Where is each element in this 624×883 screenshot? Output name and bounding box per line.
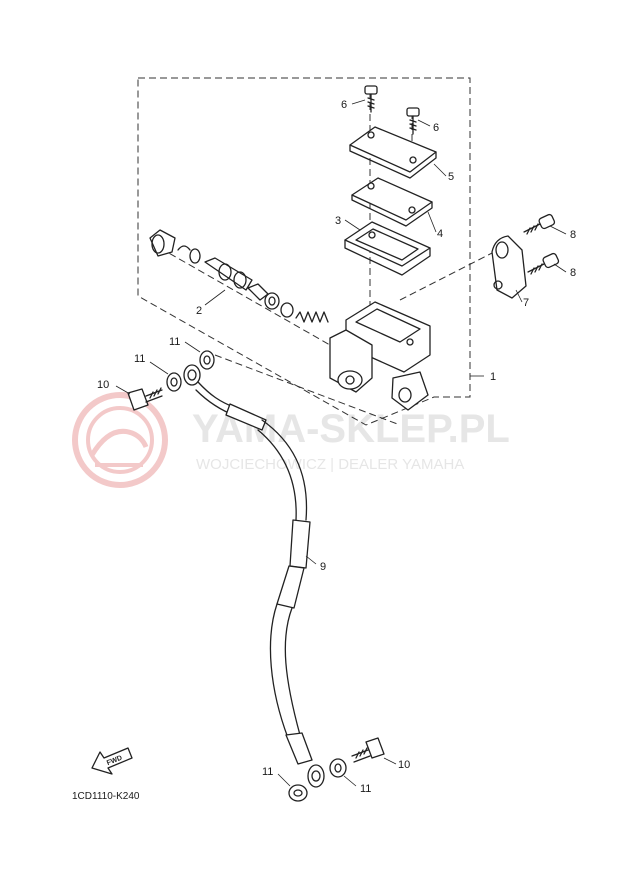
callout-11-d: 11: [360, 783, 371, 795]
callout-4: 4: [437, 228, 443, 240]
callout-8-upper: 8: [570, 229, 576, 241]
diaphragm-plate: [351, 177, 433, 227]
screw-6-left: [364, 85, 378, 113]
screw-6-right: [406, 107, 420, 135]
leader-lines: [115, 99, 567, 787]
watermark: YAMA-SKLEP.PL WOJCIECHOWICZ | DEALER YAM…: [72, 392, 510, 488]
callout-10-lower: 10: [398, 759, 410, 771]
washer-11-a: [166, 372, 182, 392]
washer-11-c: [288, 784, 308, 802]
callout-11-a: 11: [134, 353, 145, 365]
callout-7: 7: [523, 297, 529, 309]
watermark-subtitle: WOJCIECHOWICZ | DEALER YAMAHA: [196, 456, 464, 473]
callout-5: 5: [448, 171, 454, 183]
callout-6-left: 6: [341, 99, 347, 111]
callout-9: 9: [320, 561, 326, 573]
diaphragm: [344, 221, 431, 276]
callouts: 6 6 5 4 3 1 2 7 8 8 9 10 10 11 11 11 11: [97, 99, 576, 795]
callout-6-right: 6: [433, 122, 439, 134]
master-cylinder-body: [329, 301, 431, 411]
callout-10-upper: 10: [97, 379, 109, 391]
master-cylinder-holder: [491, 235, 527, 299]
callout-3: 3: [335, 215, 341, 227]
bolt-8-upper: [523, 213, 556, 235]
callout-11-b: 11: [169, 336, 180, 348]
watermark-logo: [72, 392, 168, 488]
bolt-8-lower: [527, 252, 560, 275]
brake-hose: [183, 364, 325, 788]
banjo-bolt-10-upper: [127, 387, 163, 411]
fwd-arrow-icon: FWD: [91, 747, 133, 775]
piston-kit: [149, 229, 329, 323]
banjo-bolt-10-lower: [351, 737, 385, 763]
callout-11-c: 11: [262, 766, 273, 778]
reservoir-cap: [349, 126, 437, 179]
washer-11-b: [199, 350, 215, 370]
callout-2: 2: [196, 305, 202, 317]
assembly-boundary: [137, 77, 471, 426]
callout-1: 1: [490, 371, 496, 383]
diagram-code: 1CD1110-K240: [72, 791, 140, 802]
washer-11-d: [329, 758, 347, 778]
alignment-guides: [159, 92, 499, 426]
callout-8-lower: 8: [570, 267, 576, 279]
